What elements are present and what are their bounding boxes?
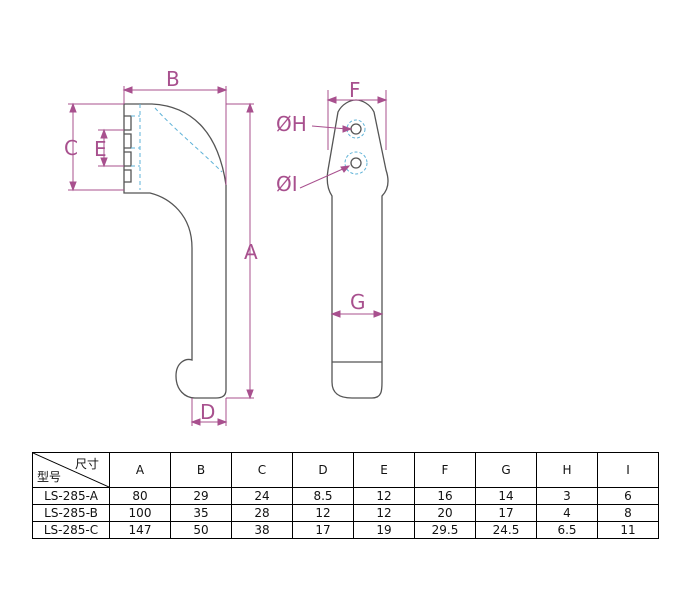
column-header: A	[109, 452, 171, 488]
value-cell: 24.5	[475, 521, 537, 539]
table-row: LS-285-B 100 35 28 12 12 20 17 4 8	[32, 504, 659, 522]
table-row: LS-285-C 147 50 38 17 19 29.5 24.5 6.5 1…	[32, 521, 659, 539]
value-cell: 12	[353, 487, 415, 505]
value-cell: 29	[170, 487, 232, 505]
value-cell: 80	[109, 487, 171, 505]
corner-label-size: 尺寸	[74, 457, 99, 471]
dim-label-h: ØH	[276, 112, 307, 136]
value-cell: 35	[170, 504, 232, 522]
value-cell: 12	[292, 504, 354, 522]
column-header: E	[353, 452, 415, 488]
front-hidden-lines	[344, 119, 368, 175]
column-header: G	[475, 452, 537, 488]
value-cell: 8.5	[292, 487, 354, 505]
model-cell: LS-285-B	[32, 504, 110, 522]
value-cell: 4	[536, 504, 598, 522]
corner-label-model: 型号	[37, 470, 62, 484]
value-cell: 16	[414, 487, 476, 505]
column-header: F	[414, 452, 476, 488]
value-cell: 6.5	[536, 521, 598, 539]
value-cell: 50	[170, 521, 232, 539]
dim-label-d: D	[200, 400, 215, 424]
dim-label-e: E	[94, 137, 107, 161]
column-header: B	[170, 452, 232, 488]
value-cell: 17	[292, 521, 354, 539]
value-cell: 12	[353, 504, 415, 522]
corner-diagonal	[33, 453, 109, 487]
value-cell: 17	[475, 504, 537, 522]
dim-label-f: F	[349, 78, 361, 102]
hook-side-view	[123, 103, 227, 399]
dimension-lines-front	[299, 90, 388, 318]
value-cell: 24	[231, 487, 293, 505]
value-cell: 38	[231, 521, 293, 539]
value-cell: 3	[536, 487, 598, 505]
value-cell: 14	[475, 487, 537, 505]
technical-drawing: B C E A D F G ØH ØI	[64, 67, 389, 426]
hook-hidden-lines	[131, 104, 223, 190]
value-cell: 29.5	[414, 521, 476, 539]
dim-label-b: B	[166, 67, 180, 91]
column-header: D	[292, 452, 354, 488]
value-cell: 100	[109, 504, 171, 522]
value-cell: 19	[353, 521, 415, 539]
dimension-lines-side	[68, 86, 254, 426]
column-header: C	[231, 452, 293, 488]
dim-label-i: ØI	[276, 172, 298, 196]
value-cell: 11	[597, 521, 659, 539]
table-corner-cell: 尺寸 型号	[32, 452, 110, 488]
dim-label-c: C	[64, 136, 78, 160]
table-header-row: 尺寸 型号 A B C D E F G H I	[32, 452, 659, 488]
hook-front-view	[326, 99, 389, 399]
table-row: LS-285-A 80 29 24 8.5 12 16 14 3 6	[32, 487, 659, 505]
value-cell: 28	[231, 504, 293, 522]
column-header: H	[536, 452, 598, 488]
value-cell: 147	[109, 521, 171, 539]
value-cell: 6	[597, 487, 659, 505]
dim-label-a: A	[244, 240, 258, 264]
dim-label-g: G	[350, 290, 366, 314]
column-header: I	[597, 452, 659, 488]
spec-table: 尺寸 型号 A B C D E F G H I LS-285-A 80 29 2…	[32, 452, 659, 539]
value-cell: 20	[414, 504, 476, 522]
model-cell: LS-285-C	[32, 521, 110, 539]
model-cell: LS-285-A	[32, 487, 110, 505]
value-cell: 8	[597, 504, 659, 522]
